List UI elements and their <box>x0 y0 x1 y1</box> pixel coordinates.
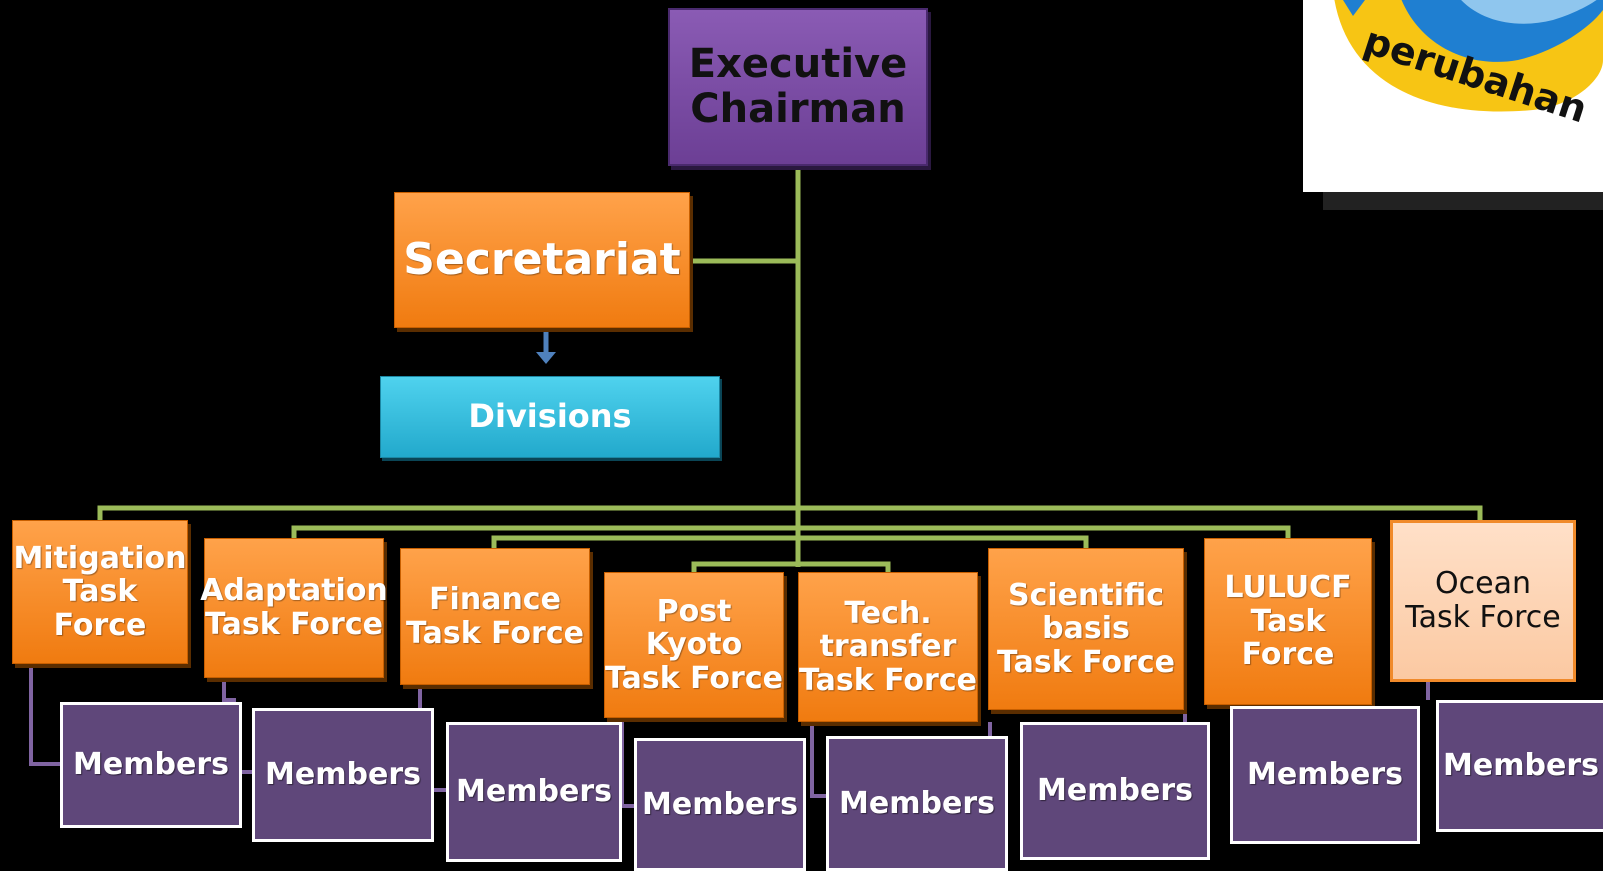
members-box-mitigation: Members <box>60 702 242 828</box>
logo: perubahan <box>1303 0 1603 210</box>
divisions-box: Divisions <box>380 376 720 458</box>
members-label: Members <box>642 786 798 822</box>
task-force-post-kyoto: Post Kyoto Task Force <box>604 572 784 718</box>
secretariat-box: Secretariat <box>394 192 690 328</box>
task-force-label: Scientific basis Task Force <box>997 577 1175 680</box>
task-force-label: LULUCF Task Force <box>1224 570 1352 673</box>
task-force-adaptation: Adaptation Task Force <box>200 538 388 678</box>
members-box-adaptation: Members <box>252 708 434 842</box>
members-label: Members <box>839 785 995 821</box>
task-force-scientific-basis: Scientific basis Task Force <box>988 548 1184 710</box>
task-force-label: Ocean Task Force <box>1405 566 1561 635</box>
members-label: Members <box>1443 748 1599 784</box>
task-force-label: Tech. transfer Task Force <box>799 595 977 698</box>
arrow-down-icon <box>536 328 556 364</box>
task-force-label: Mitigation Task Force <box>13 540 187 643</box>
members-box-tech-transfer: Members <box>826 736 1008 871</box>
task-force-ocean: Ocean Task Force <box>1390 520 1576 682</box>
task-force-label: Adaptation Task Force <box>200 573 388 642</box>
members-box-post-kyoto: Members <box>634 738 806 871</box>
members-label: Members <box>456 774 612 810</box>
members-box-ocean: Members <box>1436 700 1603 832</box>
members-box-lulucf: Members <box>1230 706 1420 844</box>
task-force-mitigation: Mitigation Task Force <box>12 520 188 664</box>
task-force-tech-transfer: Tech. transfer Task Force <box>798 572 978 722</box>
members-box-scientific-basis: Members <box>1020 722 1210 860</box>
task-force-lulucf: LULUCF Task Force <box>1204 538 1372 705</box>
members-box-finance: Members <box>446 722 622 862</box>
task-force-finance: Finance Task Force <box>400 548 590 685</box>
members-label: Members <box>73 747 229 783</box>
task-force-label: Finance Task Force <box>406 581 584 651</box>
secretariat-label: Secretariat <box>403 234 681 286</box>
divisions-label: Divisions <box>468 397 632 436</box>
members-label: Members <box>265 757 421 793</box>
members-label: Members <box>1247 757 1403 793</box>
members-label: Members <box>1037 773 1193 809</box>
executive-chairman-label: Executive Chairman <box>688 41 908 132</box>
executive-chairman-box: Executive Chairman <box>668 8 928 166</box>
task-force-label: Post Kyoto Task Force <box>605 593 783 696</box>
